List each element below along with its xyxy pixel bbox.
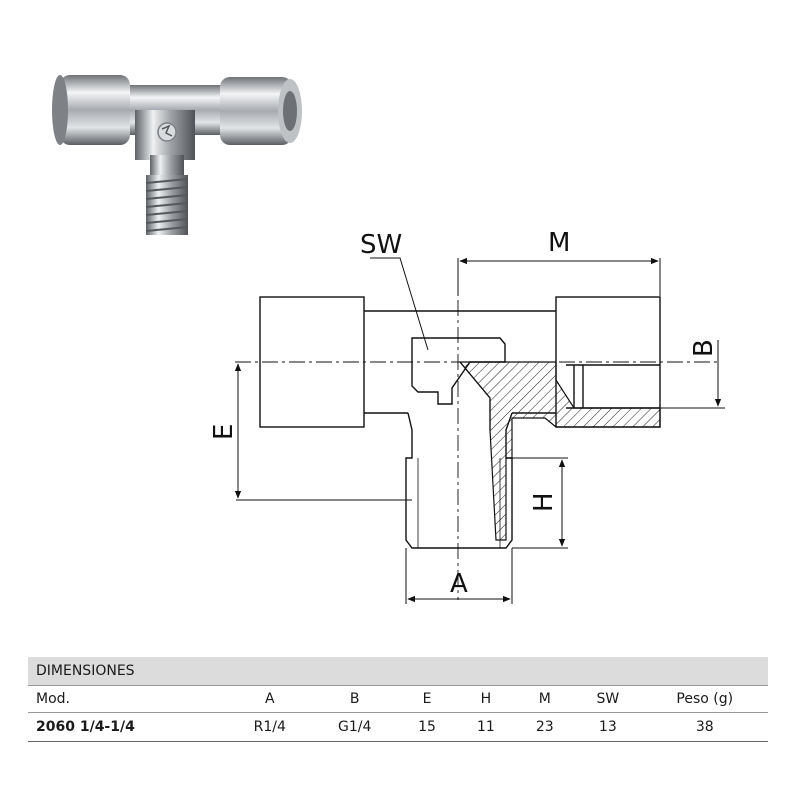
label-e: E (209, 424, 239, 440)
label-b: B (689, 339, 719, 357)
cell-sw: 13 (574, 712, 642, 742)
label-a: A (450, 569, 468, 599)
table-header-row: Mod. A B E H M SW Peso (g) (28, 685, 768, 713)
col-header-e: E (397, 685, 457, 713)
cell-m: 23 (515, 712, 575, 742)
cell-peso: 38 (641, 712, 768, 742)
col-header-mod: Mod. (28, 685, 228, 713)
table-caption: DIMENSIONES (28, 657, 768, 686)
technical-drawing: SW M B E H A (209, 228, 725, 604)
col-header-sw: SW (574, 685, 642, 713)
product-photo (52, 75, 302, 235)
table-caption-row: DIMENSIONES (28, 657, 768, 686)
label-h: H (529, 492, 559, 512)
col-header-m: M (515, 685, 575, 713)
cell-a: R1/4 (227, 712, 312, 742)
label-sw: SW (360, 230, 402, 260)
cell-mod: 2060 1/4-1/4 (28, 712, 228, 742)
col-header-b: B (311, 685, 398, 713)
table-row: 2060 1/4-1/4 R1/4 G1/4 15 11 23 13 38 (28, 712, 768, 742)
label-m: M (548, 228, 570, 258)
cell-e: 15 (397, 712, 457, 742)
cell-b: G1/4 (311, 712, 398, 742)
col-header-h: H (456, 685, 516, 713)
cell-h: 11 (456, 712, 516, 742)
dimensions-table: DIMENSIONES Mod. A B E H M SW Peso (g) 2… (28, 657, 768, 742)
col-header-a: A (227, 685, 312, 713)
col-header-peso: Peso (g) (641, 685, 768, 713)
